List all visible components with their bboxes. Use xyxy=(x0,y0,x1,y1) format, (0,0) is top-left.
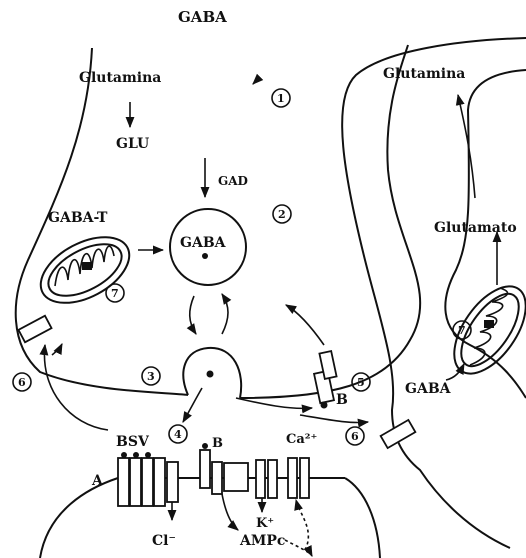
svg-text:3: 3 xyxy=(147,370,155,383)
label-gaba-glial: GABA xyxy=(405,381,452,397)
arrow-release-to-a xyxy=(183,388,202,422)
arrow-synapse-to-glia xyxy=(300,415,368,423)
step-badge-4: 4 xyxy=(169,425,187,443)
svg-text:1: 1 xyxy=(277,92,285,105)
step-badge-2: 2 xyxy=(273,205,291,223)
arrow-ampc xyxy=(222,494,238,530)
svg-text:5: 5 xyxy=(357,376,365,389)
receptor-gabaa xyxy=(118,452,165,506)
label-chloride: Cl⁻ xyxy=(152,533,176,549)
arrow-ca-feedback xyxy=(296,500,308,550)
svg-text:7: 7 xyxy=(111,287,119,300)
postsynaptic-membrane xyxy=(40,478,380,558)
arrow-transporter-in xyxy=(52,344,62,355)
step-badge-5: 5 xyxy=(352,373,370,391)
chloride-channel xyxy=(167,462,178,502)
svg-text:6: 6 xyxy=(351,430,359,443)
svg-text:4: 4 xyxy=(174,428,182,441)
arrow-release-to-b xyxy=(236,398,312,408)
label-calcium: Ca²⁺ xyxy=(286,432,317,447)
arrow-autoreceptor-feedback xyxy=(286,305,324,345)
label-gad: GAD xyxy=(218,174,248,188)
label-glutamina-glial: Glutamina xyxy=(383,66,465,82)
step-badge-6-presynaptic: 6 xyxy=(13,373,31,391)
label-ampc: AMPc xyxy=(239,533,285,549)
glial-cell-outline xyxy=(342,38,526,548)
label-gaba-t: GABA-T xyxy=(48,210,108,226)
step-badge-3: 3 xyxy=(142,367,160,385)
svg-text:6: 6 xyxy=(18,376,26,389)
step-badge-1: 1 xyxy=(272,89,290,107)
label-receptor-b-pre: B xyxy=(336,392,348,408)
label-glu: GLU xyxy=(116,136,149,152)
transporter-presynaptic xyxy=(18,316,51,342)
svg-text:2: 2 xyxy=(278,208,286,221)
label-receptor-b-post: B xyxy=(212,436,223,451)
step-badge-6-glial: 6 xyxy=(346,427,364,445)
arrow-vesicle-cycle-left xyxy=(190,296,196,334)
label-glutamina-presynaptic: Glutamina xyxy=(79,70,161,86)
arrow-glutamina-to-presyn xyxy=(253,82,255,84)
gaba-vesicle-dot xyxy=(202,253,208,259)
label-potassium: K⁺ xyxy=(256,516,274,531)
diagram-title: GABA xyxy=(178,8,227,26)
label-gaba-vesicle: GABA xyxy=(180,235,227,251)
g-protein-block xyxy=(224,463,248,491)
mitochondrion-presynaptic xyxy=(30,224,140,317)
label-bsv: BSV xyxy=(116,434,150,450)
receptor-gabab-presynaptic xyxy=(314,351,337,408)
arrow-glutamato-glutamina xyxy=(458,95,475,198)
step-badge-7-presynaptic: 7 xyxy=(106,284,124,302)
label-receptor-a: A xyxy=(91,473,104,489)
label-glutamato: Glutamato xyxy=(434,220,517,236)
arrow-vesicle-cycle-right xyxy=(222,294,228,334)
svg-text:7: 7 xyxy=(458,324,466,337)
vesicle-dot xyxy=(207,371,214,378)
